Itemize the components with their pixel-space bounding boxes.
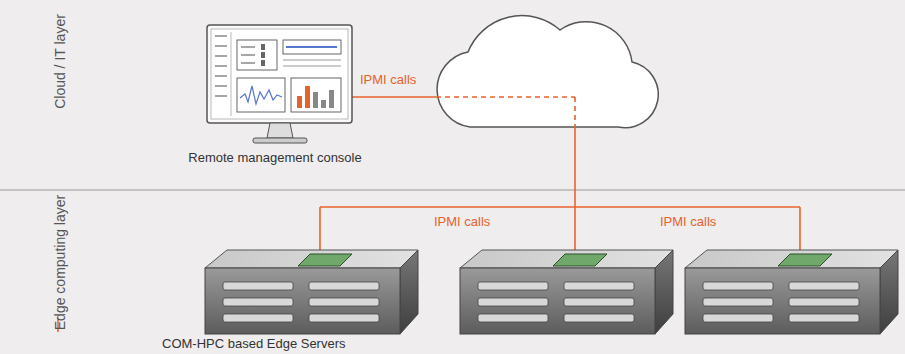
console-monitor: Remote management console: [185, 20, 365, 170]
layer-label: Cloud / IT layer: [52, 0, 69, 132]
layer-band: Cloud / IT layerRemote management consol…: [0, 0, 905, 190]
servers-caption: COM-HPC based Edge Servers: [160, 336, 348, 351]
ipmi-label: IPMI calls: [658, 214, 718, 229]
ipmi-label: IPMI calls: [432, 214, 492, 229]
monitor-icon: [185, 20, 365, 145]
console-caption: Remote management console: [185, 150, 365, 165]
ipmi-label: IPMI calls: [358, 72, 418, 87]
layer-label: Edge computing layer: [52, 193, 69, 333]
